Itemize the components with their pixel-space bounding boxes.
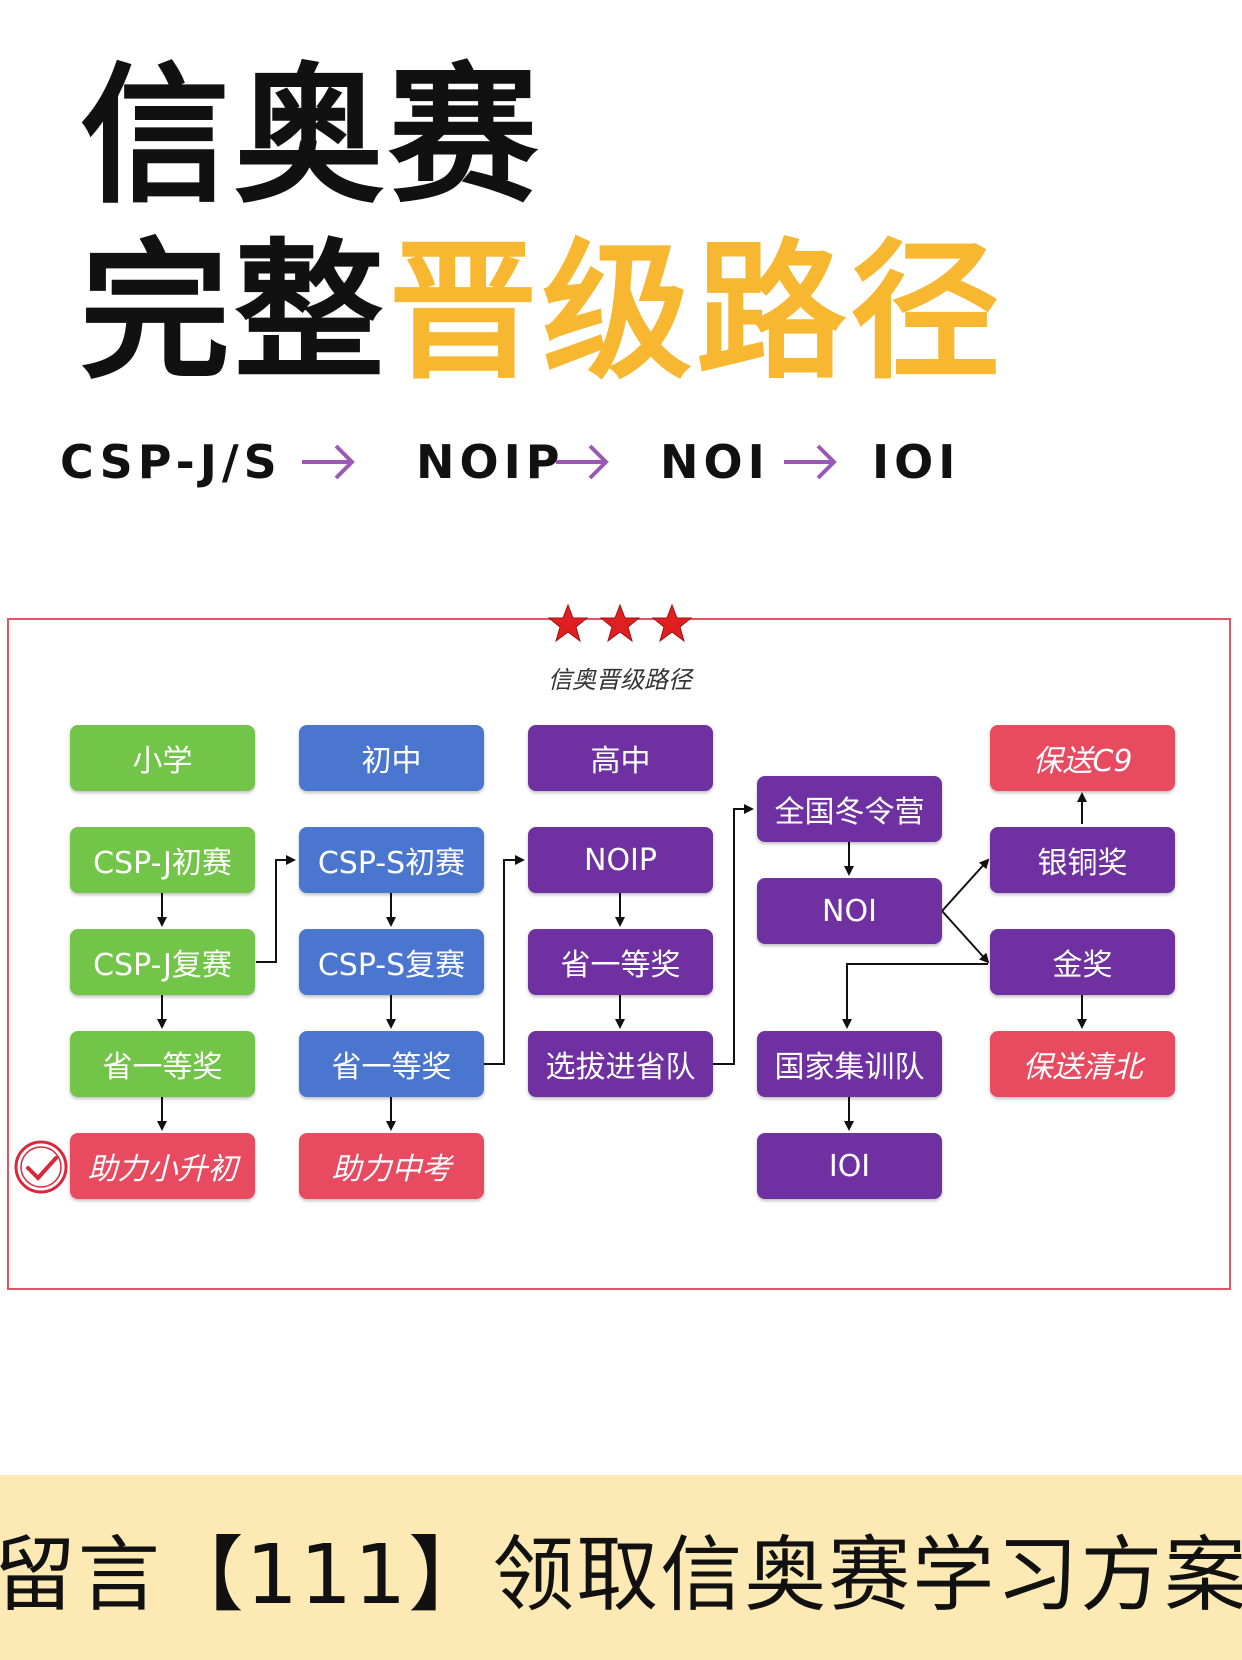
node-admit-c9: 保送C9 [990, 725, 1175, 791]
node-middle-school: 初中 [299, 725, 484, 791]
node-middle-province-first: 省一等奖 [299, 1031, 484, 1097]
path-stage-ioi: IOI [872, 435, 961, 489]
node-csp-j-second: CSP-J复赛 [70, 929, 255, 995]
node-primary-province-first: 省一等奖 [70, 1031, 255, 1097]
star-icon [651, 603, 693, 643]
page-title-line2: 完整晋级路径 [80, 238, 1004, 388]
title-highlight: 晋级路径 [388, 226, 1005, 400]
node-admit-tsinghua-peking: 保送清北 [990, 1031, 1175, 1097]
path-row: CSP-J/S NOIP NOI IOI [60, 432, 960, 492]
stars-decoration [548, 603, 693, 643]
node-csp-s-first: CSP-S初赛 [299, 827, 484, 893]
title-plain: 完整 [80, 226, 389, 400]
node-noi: NOI [757, 878, 942, 944]
node-primary-school: 小学 [70, 725, 255, 791]
node-silver-bronze: 银铜奖 [990, 827, 1175, 893]
node-boost-high-entry: 助力中考 [299, 1133, 484, 1199]
node-boost-junior-entry: 助力小升初 [70, 1133, 255, 1199]
star-icon [548, 603, 589, 643]
node-ioi: IOI [757, 1133, 942, 1199]
footer-banner: 留言【111】领取信奥赛学习方案 [0, 1475, 1242, 1660]
node-provincial-team: 选拔进省队 [528, 1031, 713, 1097]
node-high-province-first: 省一等奖 [528, 929, 713, 995]
arrow-right-icon [784, 444, 837, 480]
diagram-title: 信奥晋级路径 [548, 666, 692, 694]
node-winter-camp: 全国冬令营 [757, 776, 942, 842]
node-national-team: 国家集训队 [757, 1031, 942, 1097]
path-stage-csp: CSP-J/S [60, 435, 282, 489]
page-title-line1: 信奥赛 [80, 50, 543, 224]
arrow-right-icon [556, 444, 609, 480]
star-icon [599, 603, 641, 643]
arrow-right-icon [302, 444, 355, 480]
path-stage-noip: NOIP [416, 435, 565, 489]
node-csp-s-second: CSP-S复赛 [299, 929, 484, 995]
node-high-school: 高中 [528, 725, 713, 791]
path-stage-noi: NOI [660, 435, 770, 489]
footer-cta-text: 留言【111】领取信奥赛学习方案 [0, 1528, 1242, 1623]
node-noip: NOIP [528, 827, 713, 893]
node-csp-j-first: CSP-J初赛 [70, 827, 255, 893]
check-badge-icon [14, 1140, 68, 1194]
node-gold: 金奖 [990, 929, 1175, 995]
